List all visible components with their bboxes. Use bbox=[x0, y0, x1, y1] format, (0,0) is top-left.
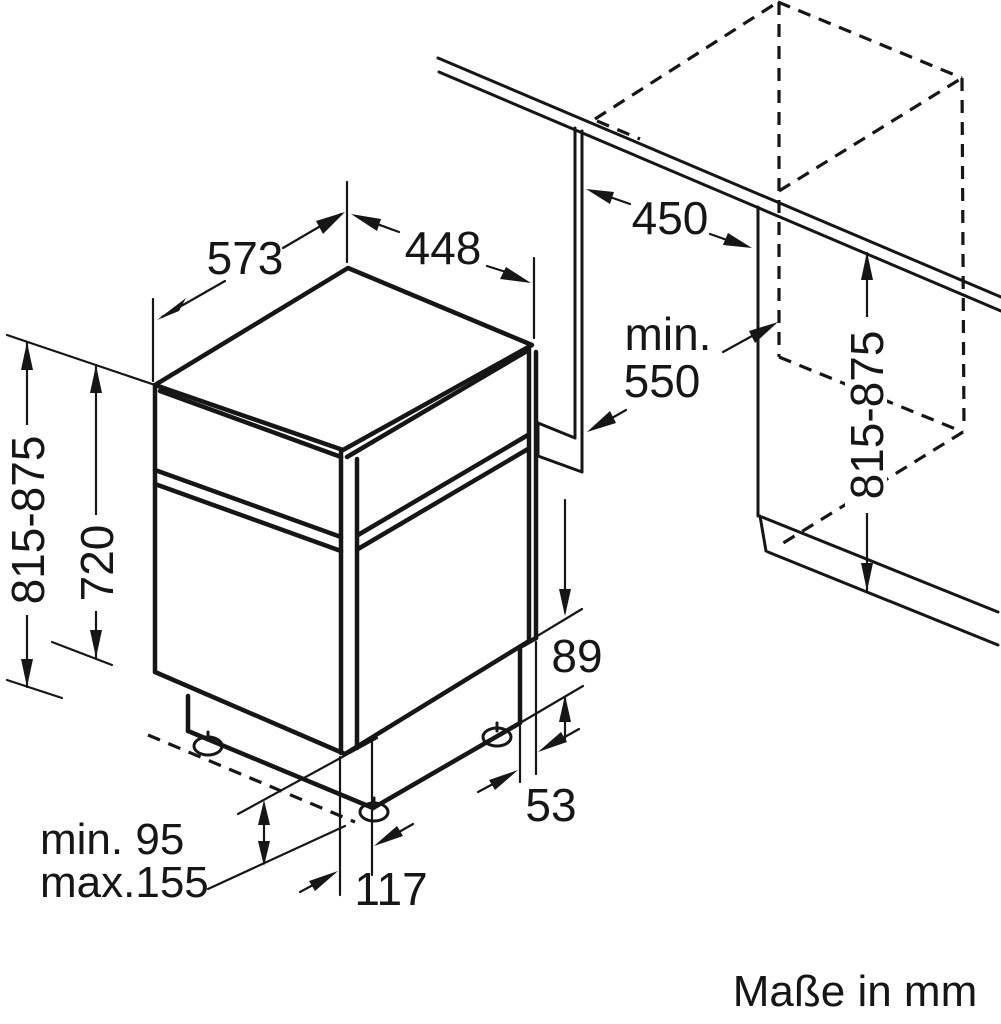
dim-width-448: 448 bbox=[351, 214, 536, 340]
dim-height-left-label: 815-875 bbox=[2, 436, 54, 605]
right-cabinet-wall bbox=[756, 205, 1000, 647]
floor-dashed-line bbox=[147, 733, 356, 824]
dim-height-left: 815-875 bbox=[2, 333, 157, 700]
leveling-feet bbox=[192, 721, 513, 823]
feet-min-label: min. 95 bbox=[40, 815, 184, 864]
dim-front-inset-label: 117 bbox=[354, 863, 427, 915]
dim-height-right: 815-875 bbox=[841, 251, 893, 592]
dim-depth-label: 573 bbox=[207, 232, 284, 284]
dim-base-height-label: 89 bbox=[551, 630, 602, 682]
dim-body-height-label: 720 bbox=[71, 525, 123, 602]
dim-niche-width-450: 450 bbox=[586, 189, 752, 248]
dim-body-height-720: 720 bbox=[50, 363, 123, 667]
dim-niche-depth-prefix: min. bbox=[625, 308, 712, 360]
countertop bbox=[436, 56, 1001, 313]
dim-side-inset-label: 53 bbox=[525, 779, 576, 831]
dim-front-inset-117: 117 bbox=[298, 740, 428, 915]
dim-feet-adjustment: min. 95 max.155 bbox=[40, 736, 379, 907]
dim-height-right-label: 815-875 bbox=[841, 331, 893, 500]
dim-niche-width-label: 450 bbox=[632, 192, 709, 244]
dim-niche-depth-550: min. 550 bbox=[587, 308, 778, 432]
dim-base-height-89: 89 bbox=[518, 498, 603, 742]
dim-width-label: 448 bbox=[405, 222, 482, 274]
dim-depth-573: 573 bbox=[151, 180, 349, 383]
dim-side-inset-53: 53 bbox=[476, 640, 581, 831]
units-note: Maße in mm bbox=[733, 967, 977, 1016]
niche-dashed-outline bbox=[594, 0, 966, 547]
feet-max-label: max.155 bbox=[40, 858, 209, 907]
left-cabinet-wall bbox=[536, 126, 584, 474]
dishwasher-body bbox=[152, 265, 539, 811]
dim-niche-depth-label: 550 bbox=[624, 355, 701, 407]
